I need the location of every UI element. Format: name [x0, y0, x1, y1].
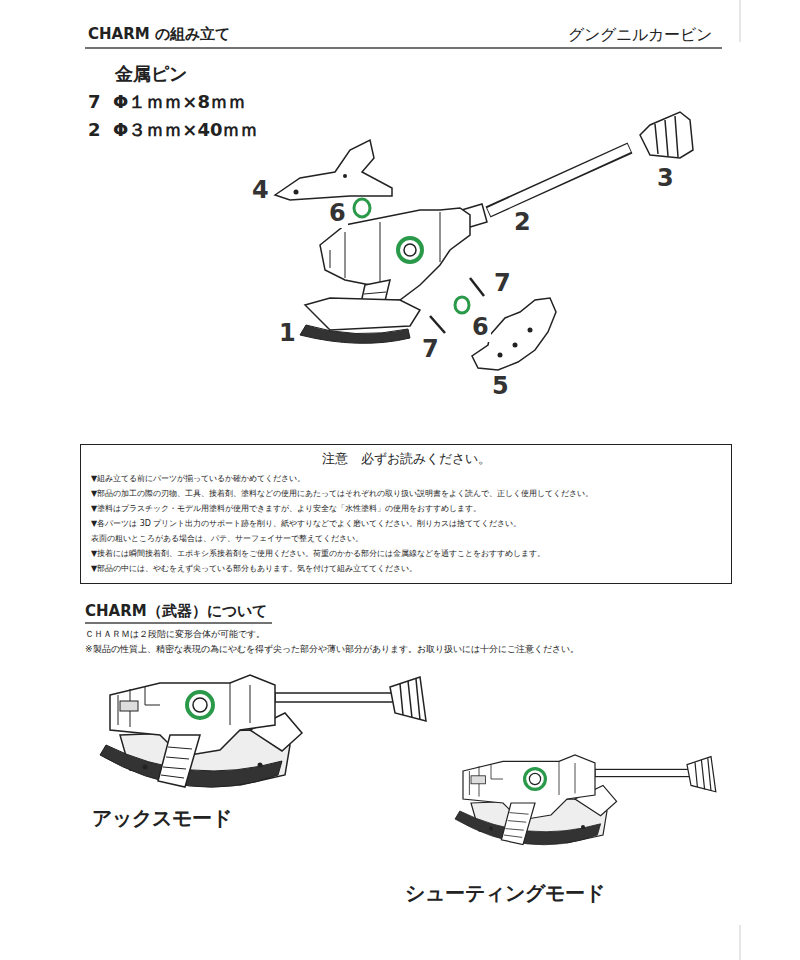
callout-number: 7: [492, 269, 513, 298]
mode-name: アックスモード: [92, 806, 232, 830]
section-heading: CHARM（武器）について: [85, 602, 267, 620]
callout-number: 1: [277, 319, 298, 348]
pin-count: 7: [88, 91, 101, 113]
callout-number: 5: [490, 372, 511, 401]
callout-number: 2: [512, 208, 533, 237]
notice-line: ▼塗料はプラスチック・モデル用塗料が使用できますが、より安全な「水性塗料」の使用…: [91, 501, 721, 516]
notice-line: ▼接着には瞬間接着剤、エポキシ系接着剤をご使用ください。荷重のかかる部分には金属…: [91, 546, 721, 561]
notice-box: 注意 必ずお読みください。 ▼組み立てる前にパーツが揃っているか確かめてください。…: [80, 444, 732, 584]
notice-line: ▼部品の加工の際の刃物、工具、接着剤、塗料などの使用にあたってはそれぞれの取り扱…: [91, 486, 721, 501]
note-text: ＣＨＡＲＭは２段階に変形合体が可能です。: [85, 629, 265, 640]
notice-line: ▼各パーツは 3D プリント出力のサポート跡を削り、紙やすりなどでよく磨いてくだ…: [91, 516, 721, 531]
mode-name: シューティングモード: [405, 881, 605, 905]
notice-line: ▼組み立てる前にパーツが揃っているか確かめてください。: [91, 471, 721, 486]
notice-line: 表面の粗いところがある場合は、パテ、サーフェイサーで整えてください。: [91, 531, 721, 546]
notice-heading: 注意 必ずお読みください。: [91, 449, 721, 469]
parts-heading: 金属ピン: [115, 63, 187, 85]
note-text: ※製品の性質上、精密な表現の為にやむを得ず尖った部分や薄い部分があります。お取り…: [85, 644, 579, 655]
pin-count: 2: [88, 119, 101, 141]
callout-number: 6: [470, 313, 491, 342]
callout-number: 3: [655, 164, 676, 193]
notice-line: ▼部品の中には、やむをえず尖っている部分もあります。気を付けて組み立ててください…: [91, 561, 721, 576]
callout-number: 6: [327, 199, 348, 228]
pin-size: Φ３ｍｍ×40ｍｍ: [113, 119, 258, 141]
pin-size: Φ１ｍｍ×8ｍｍ: [113, 91, 246, 113]
callout-number: 7: [420, 335, 441, 364]
product-name: グングニルカービン: [568, 25, 712, 44]
callout-number: 4: [250, 176, 271, 205]
page-heading: CHARM の組み立て: [88, 25, 230, 43]
